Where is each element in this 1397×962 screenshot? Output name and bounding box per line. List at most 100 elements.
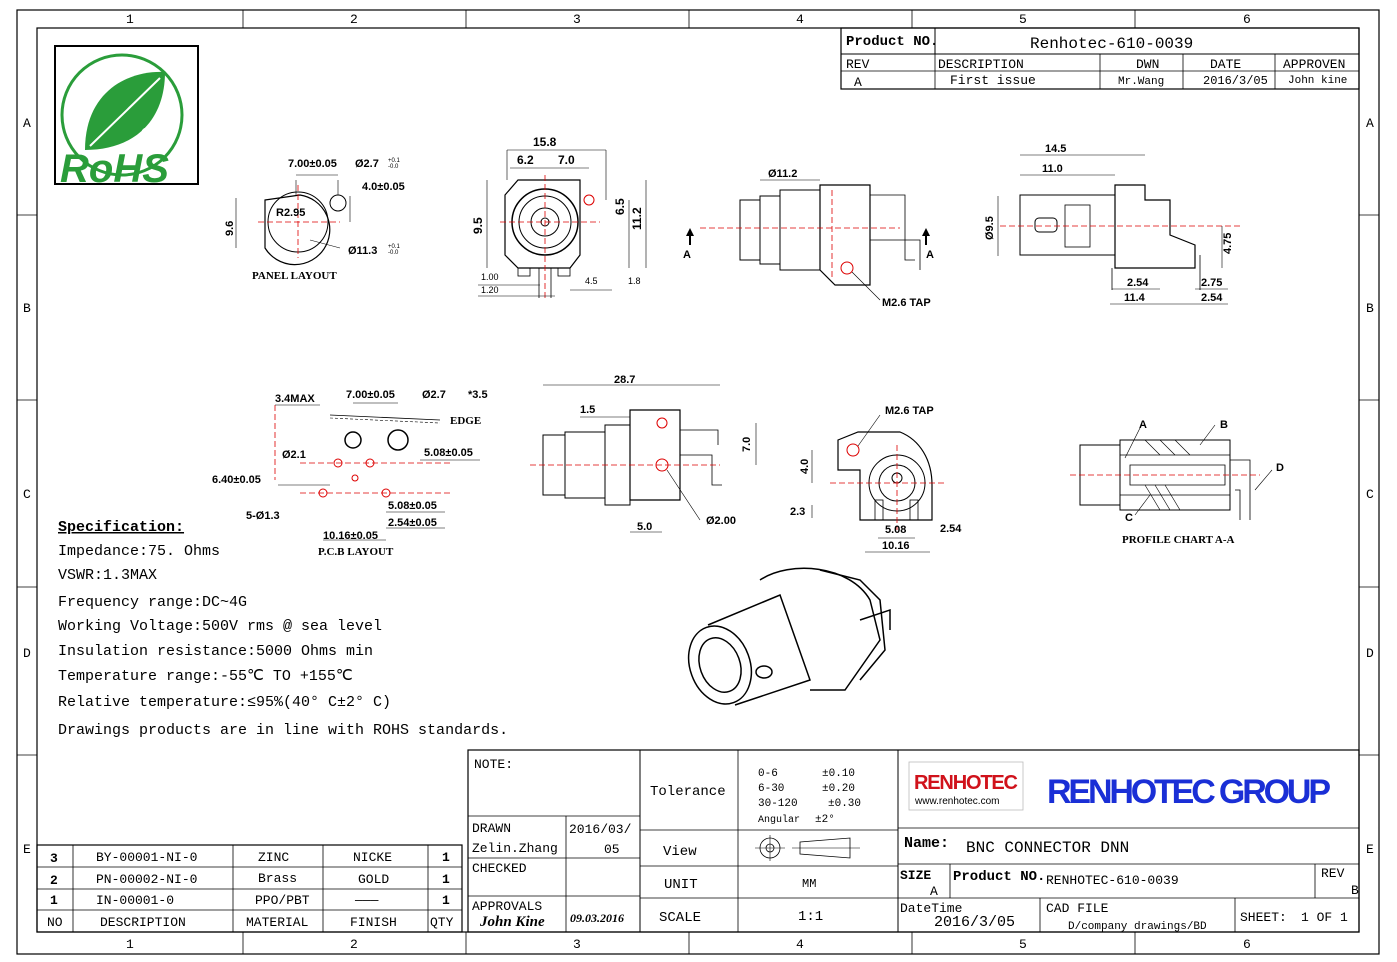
tol-value-4: ±2° xyxy=(815,814,835,826)
right-dim-3: Ø9.5 xyxy=(984,216,996,240)
unit-label: UNIT xyxy=(664,877,698,893)
spec-heading: Specification: xyxy=(58,519,184,536)
bom-r2-qty: 1 xyxy=(442,872,450,887)
panel-dim-1: 7.00±0.05 xyxy=(288,158,337,170)
spec-line-7: Relative temperature:≤95%(40° C±2° C) xyxy=(58,694,391,711)
bom-r1-desc: BY-00001-NI-0 xyxy=(96,850,197,865)
panel-tol-3: +0.1 xyxy=(388,244,401,250)
row-label-d-r: D xyxy=(1366,646,1374,661)
tol-range-2: 6-30 xyxy=(758,783,784,795)
panel-tol-2: -0.0 xyxy=(388,164,399,170)
col-label-5: 5 xyxy=(1019,12,1027,27)
datetime-value: 2016/3/05 xyxy=(934,914,1015,931)
tol-value-2: ±0.20 xyxy=(822,783,855,795)
right-dim-8: 2.54 xyxy=(1201,292,1223,304)
row-label-b-r: B xyxy=(1366,301,1374,316)
right-dim-6: 2.75 xyxy=(1201,277,1222,289)
tb-product-no-value: RENHOTEC-610-0039 xyxy=(1046,873,1179,888)
col-label-4: 4 xyxy=(796,12,804,27)
row-label-e-r: E xyxy=(1366,842,1374,857)
tol-range-1: 0-6 xyxy=(758,768,778,780)
tb-product-no-label: Product NO. xyxy=(953,869,1045,885)
front-dim-1: 15.8 xyxy=(533,135,557,149)
back-dim-1: M2.6 TAP xyxy=(885,405,934,417)
front-dim-8: 1.20 xyxy=(481,285,499,295)
spec-line-2: VSWR:1.3MAX xyxy=(58,567,157,584)
rev-value: B xyxy=(1351,883,1359,898)
cad-label: CAD FILE xyxy=(1046,901,1109,916)
drawn-label: DRAWN xyxy=(472,821,511,836)
profile-label-a: A xyxy=(1139,419,1147,431)
spec-line-4: Working Voltage:500V rms @ sea level xyxy=(58,618,382,635)
col-label-4b: 4 xyxy=(796,937,804,952)
tolerance-label: Tolerance xyxy=(650,784,726,800)
profile-caption: PROFILE CHART A-A xyxy=(1122,534,1235,546)
spec-line-8: Drawings products are in line with ROHS … xyxy=(58,722,508,739)
row-description: First issue xyxy=(950,73,1036,88)
note-label: NOTE: xyxy=(474,757,513,772)
pcb-dim-6: Ø2.1 xyxy=(282,449,306,461)
bom-r1-mat: ZINC xyxy=(258,850,289,865)
bom-r3-desc: IN-00001-0 xyxy=(96,893,174,908)
company-url: www.renhotec.com xyxy=(914,796,999,807)
bottom-dim-2: 1.5 xyxy=(580,404,595,416)
pcb-dim-3: Ø2.7 xyxy=(422,389,446,401)
front-dim-6: 11.2 xyxy=(630,207,644,230)
front-view: 15.8 6.2 7.0 9.5 6.5 11.2 1.00 1.20 4.5 … xyxy=(471,135,647,300)
panel-dim-2: Ø2.7 xyxy=(355,158,379,170)
back-dim-3: 2.3 xyxy=(790,506,805,518)
right-dim-2: 11.0 xyxy=(1042,163,1063,175)
tol-range-3: 30-120 xyxy=(758,798,798,810)
bom-hdr-fin: FINISH xyxy=(350,915,397,930)
drawn-date-2: 05 xyxy=(604,842,620,857)
hdr-dwn: DWN xyxy=(1136,57,1159,72)
pcb-dim-7: 5.08±0.05 xyxy=(424,447,473,459)
row-approven: John kine xyxy=(1288,75,1347,87)
side-view: Ø11.2 M2.6 TAP A A xyxy=(683,168,934,309)
bottom-dim-1: 28.7 xyxy=(614,374,635,386)
bottom-view: 28.7 1.5 7.0 5.0 Ø2.00 xyxy=(530,374,757,533)
row-dwn: Mr.Wang xyxy=(1118,76,1164,88)
bom-hdr-no: NO xyxy=(47,915,63,930)
panel-layout-view: 7.00±0.05 Ø2.7 +0.1 -0.0 4.0±0.05 R2.95 … xyxy=(224,158,405,282)
tol-value-3: ±0.30 xyxy=(828,798,861,810)
bom-hdr-qty: QTY xyxy=(430,915,454,930)
isometric-view xyxy=(687,567,891,706)
bom-r1-qty: 1 xyxy=(442,850,450,865)
col-label-3: 3 xyxy=(573,12,581,27)
specification-block: Specification: Impedance:75. Ohms VSWR:1… xyxy=(58,519,508,739)
front-dim-4: 9.5 xyxy=(471,217,485,234)
pcb-dim-5: EDGE xyxy=(450,415,481,427)
right-dim-1: 14.5 xyxy=(1045,143,1066,155)
col-label-6: 6 xyxy=(1243,12,1251,27)
product-no-label: Product NO. xyxy=(846,34,938,50)
size-value: A xyxy=(930,884,938,899)
panel-dim-4: R2.95 xyxy=(276,207,305,219)
back-dim-4: 5.08 xyxy=(885,524,906,536)
product-no-value: Renhotec-610-0039 xyxy=(1030,35,1193,53)
pcb-layout-view: 3.4MAX 7.00±0.05 Ø2.7 *3.5 EDGE Ø2.1 5.0… xyxy=(212,389,488,558)
pcb-dim-1: 3.4MAX xyxy=(275,393,315,405)
outer-border xyxy=(16,9,1380,955)
bom-r3-fin: ——— xyxy=(354,893,379,908)
spec-line-5: Insulation resistance:5000 Ohms min xyxy=(58,643,373,660)
bom-r3-qty: 1 xyxy=(442,893,450,908)
panel-dim-3: 4.0±0.05 xyxy=(362,181,405,193)
front-dim-7: 1.00 xyxy=(481,272,499,282)
hdr-date: DATE xyxy=(1210,57,1241,72)
section-mark-left: A xyxy=(683,249,691,261)
hdr-rev: REV xyxy=(846,57,870,72)
col-label-2: 2 xyxy=(350,12,358,27)
front-dim-9: 4.5 xyxy=(585,276,598,286)
back-view: M2.6 TAP 4.0 2.3 5.08 2.54 10.16 xyxy=(790,405,962,553)
panel-tol-1: +0.1 xyxy=(388,158,401,164)
row-label-a: A xyxy=(23,116,31,131)
pcb-dim-11: 2.54±0.05 xyxy=(388,517,437,529)
back-dim-6: 10.16 xyxy=(882,540,910,552)
tol-range-4: Angular xyxy=(758,814,800,826)
pcb-dim-8: 6.40±0.05 xyxy=(212,474,261,486)
col-label-1: 1 xyxy=(126,12,134,27)
right-view: 14.5 11.0 Ø9.5 4.75 2.54 2.75 11.4 2.54 xyxy=(984,143,1240,305)
sheet-value: 1 OF 1 xyxy=(1301,910,1348,925)
